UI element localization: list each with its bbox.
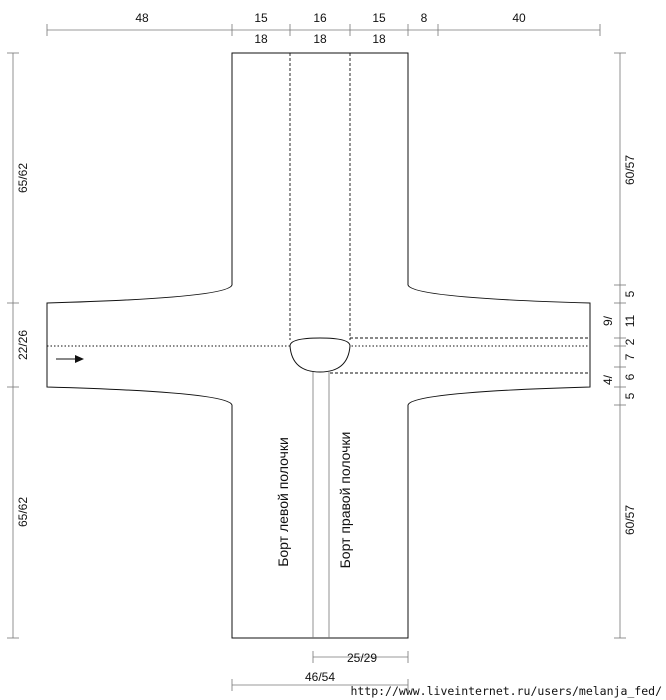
- left-dim-upper: 65/62: [16, 163, 30, 193]
- top-dim-18-right: 18: [372, 32, 386, 46]
- bottom-dimension-lines: [231, 651, 409, 691]
- top-dim-15-left: 15: [254, 11, 268, 25]
- right-dim-5-top: 5: [623, 290, 637, 297]
- top-dim-16: 16: [313, 11, 327, 25]
- right-dim-5-bottom: 5: [623, 392, 637, 399]
- left-dim-middle: 22/26: [16, 330, 30, 360]
- top-dim-8: 8: [421, 11, 428, 25]
- top-dim-18-left: 18: [254, 32, 268, 46]
- direction-arrow-icon: [56, 355, 84, 363]
- right-dim-fraction-9: 9/: [601, 315, 615, 326]
- neck-opening: [289, 337, 351, 373]
- left-front-band-label: Борт левой полочки: [275, 437, 291, 567]
- left-dimension-line: [7, 52, 19, 639]
- garment-outline: [46, 52, 591, 639]
- right-dimension-line: [614, 52, 626, 639]
- watermark-url: http://www.liveinternet.ru/users/melanja…: [350, 684, 662, 698]
- bottom-dim-band: 25/29: [347, 651, 377, 665]
- right-dim-7: 7: [623, 353, 637, 360]
- left-dim-lower: 65/62: [16, 497, 30, 527]
- right-dim-2: 2: [623, 338, 637, 345]
- right-dim-lower: 60/57: [623, 505, 637, 535]
- top-dimension-lines: [46, 24, 601, 36]
- bottom-dim-width: 46/54: [305, 670, 335, 684]
- top-dim-40: 40: [512, 11, 526, 25]
- top-dim-48: 48: [135, 11, 149, 25]
- right-front-band-label: Борт правой полочки: [337, 432, 353, 569]
- top-dim-18-center: 18: [313, 32, 327, 46]
- right-dim-6: 6: [623, 373, 637, 380]
- right-dim-11: 11: [623, 314, 637, 327]
- top-dim-15-right: 15: [372, 11, 386, 25]
- right-dim-fraction-4: 4/: [601, 374, 615, 385]
- right-dim-upper: 60/57: [623, 155, 637, 185]
